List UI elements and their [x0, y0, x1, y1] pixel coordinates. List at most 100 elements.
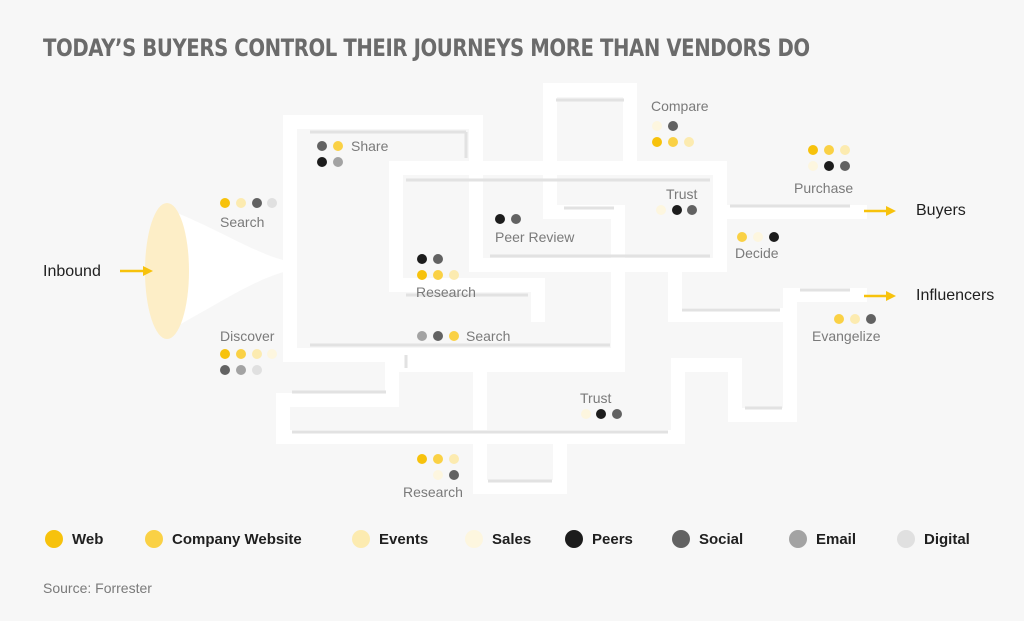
channel-dot-peers	[417, 254, 427, 264]
channel-dot-company-website	[433, 454, 443, 464]
channel-dot-company-website	[236, 349, 246, 359]
channel-dot-web	[220, 349, 230, 359]
channel-dot-company-website	[449, 331, 459, 341]
legend-label: Sales	[492, 530, 532, 548]
maze-corridor	[668, 258, 787, 322]
stop-label-search-2: Search	[466, 328, 511, 344]
stop-label-search-1: Search	[220, 214, 265, 230]
stop-label-decide: Decide	[735, 245, 779, 261]
channel-dot-email	[417, 331, 427, 341]
stop-label-peer-review: Peer Review	[495, 229, 575, 245]
buyers-label: Buyers	[916, 202, 966, 219]
channel-dot-company-website	[333, 141, 343, 151]
legend-item-sales: Sales	[465, 530, 531, 548]
buyers-arrow-head	[886, 206, 896, 216]
legend-label: Social	[699, 530, 744, 548]
channel-dot-social	[687, 205, 697, 215]
funnel-opening	[145, 203, 189, 339]
legend-item-peers: Peers	[565, 530, 633, 548]
legend-item-web: Web	[45, 530, 103, 548]
legend-label: Web	[72, 530, 104, 548]
channel-dot-company-website	[668, 137, 678, 147]
channel-dot-events	[449, 454, 459, 464]
channel-dot-sales	[753, 232, 763, 242]
channel-dot-social	[220, 365, 230, 375]
channel-dot-social	[433, 331, 443, 341]
channel-dot-web	[417, 454, 427, 464]
stop-label-research-2: Research	[403, 484, 463, 500]
channel-dot-company-website	[737, 232, 747, 242]
legend-swatch	[565, 530, 583, 548]
stop-label-share: Share	[351, 138, 389, 154]
channel-dot-social	[612, 409, 622, 419]
legend-item-social: Social	[672, 530, 743, 548]
channel-dot-company-website	[834, 314, 844, 324]
diagram-title: Today’s buyers control their journeys mo…	[43, 34, 810, 62]
channel-dot-peers	[824, 161, 834, 171]
legend-label: Digital	[924, 530, 970, 548]
channel-dot-digital	[252, 365, 262, 375]
legend-label: Email	[816, 530, 857, 548]
channel-dot-sales	[581, 409, 591, 419]
channel-dot-email	[333, 157, 343, 167]
legend-swatch	[145, 530, 163, 548]
legend-label: Peers	[592, 530, 633, 548]
legend-item-company-website: Company Website	[145, 530, 302, 548]
maze-corridor	[276, 258, 867, 444]
channel-dot-social	[866, 314, 876, 324]
stop-label-trust-1: Trust	[666, 186, 698, 202]
legend-item-events: Events	[352, 530, 428, 548]
inbound-arrow-head	[143, 266, 153, 276]
channel-dot-social	[252, 198, 262, 208]
inbound-label: Inbound	[43, 263, 101, 280]
legend-swatch	[45, 530, 63, 548]
channel-dot-peers	[317, 157, 327, 167]
legend: Web Company Website Events Sales Peers Social…	[45, 530, 985, 550]
channel-dot-social	[668, 121, 678, 131]
maze-corridor	[473, 348, 567, 494]
channel-dot-peers	[596, 409, 606, 419]
stop-label-evangelize: Evangelize	[812, 328, 881, 344]
legend-label: Events	[379, 530, 429, 548]
channel-dot-web	[652, 137, 662, 147]
maze-corridor	[543, 83, 625, 272]
channel-dot-social	[317, 141, 327, 151]
channel-dot-sales	[808, 161, 818, 171]
legend-item-digital: Digital	[897, 530, 970, 548]
channel-dot-events	[236, 198, 246, 208]
stop-label-purchase: Purchase	[794, 180, 854, 196]
channel-dot-events	[449, 270, 459, 280]
influencers-label: Influencers	[916, 287, 995, 304]
channel-dot-events	[252, 349, 262, 359]
channel-dot-web	[417, 270, 427, 280]
channel-dot-peers	[672, 205, 682, 215]
maze-corridor	[543, 83, 637, 175]
maze-corridor	[283, 115, 625, 362]
channel-dot-events	[850, 314, 860, 324]
stop-label-trust-2: Trust	[580, 390, 612, 406]
funnel-mouth	[170, 210, 292, 330]
legend-label: Company Website	[172, 530, 302, 548]
channel-dot-social	[511, 214, 521, 224]
legend-swatch	[789, 530, 807, 548]
channel-dot-events	[684, 137, 694, 147]
channel-dot-sales	[267, 349, 277, 359]
source-note: Source: Forrester	[43, 580, 152, 596]
stop-label-discover: Discover	[220, 328, 275, 344]
maze-corridor	[283, 115, 727, 272]
channel-dot-sales	[656, 205, 666, 215]
legend-item-email: Email	[789, 530, 856, 548]
influencers-arrow-head	[886, 291, 896, 301]
maze-corridor	[389, 161, 545, 322]
channel-dot-peers	[769, 232, 779, 242]
channel-dot-social	[840, 161, 850, 171]
legend-swatch	[672, 530, 690, 548]
legend-swatch	[465, 530, 483, 548]
channel-dot-sales	[433, 470, 443, 480]
channel-dot-web	[808, 145, 818, 155]
stop-label-compare: Compare	[651, 98, 709, 114]
channel-dot-company-website	[433, 270, 443, 280]
legend-swatch	[897, 530, 915, 548]
channel-dot-events	[840, 145, 850, 155]
